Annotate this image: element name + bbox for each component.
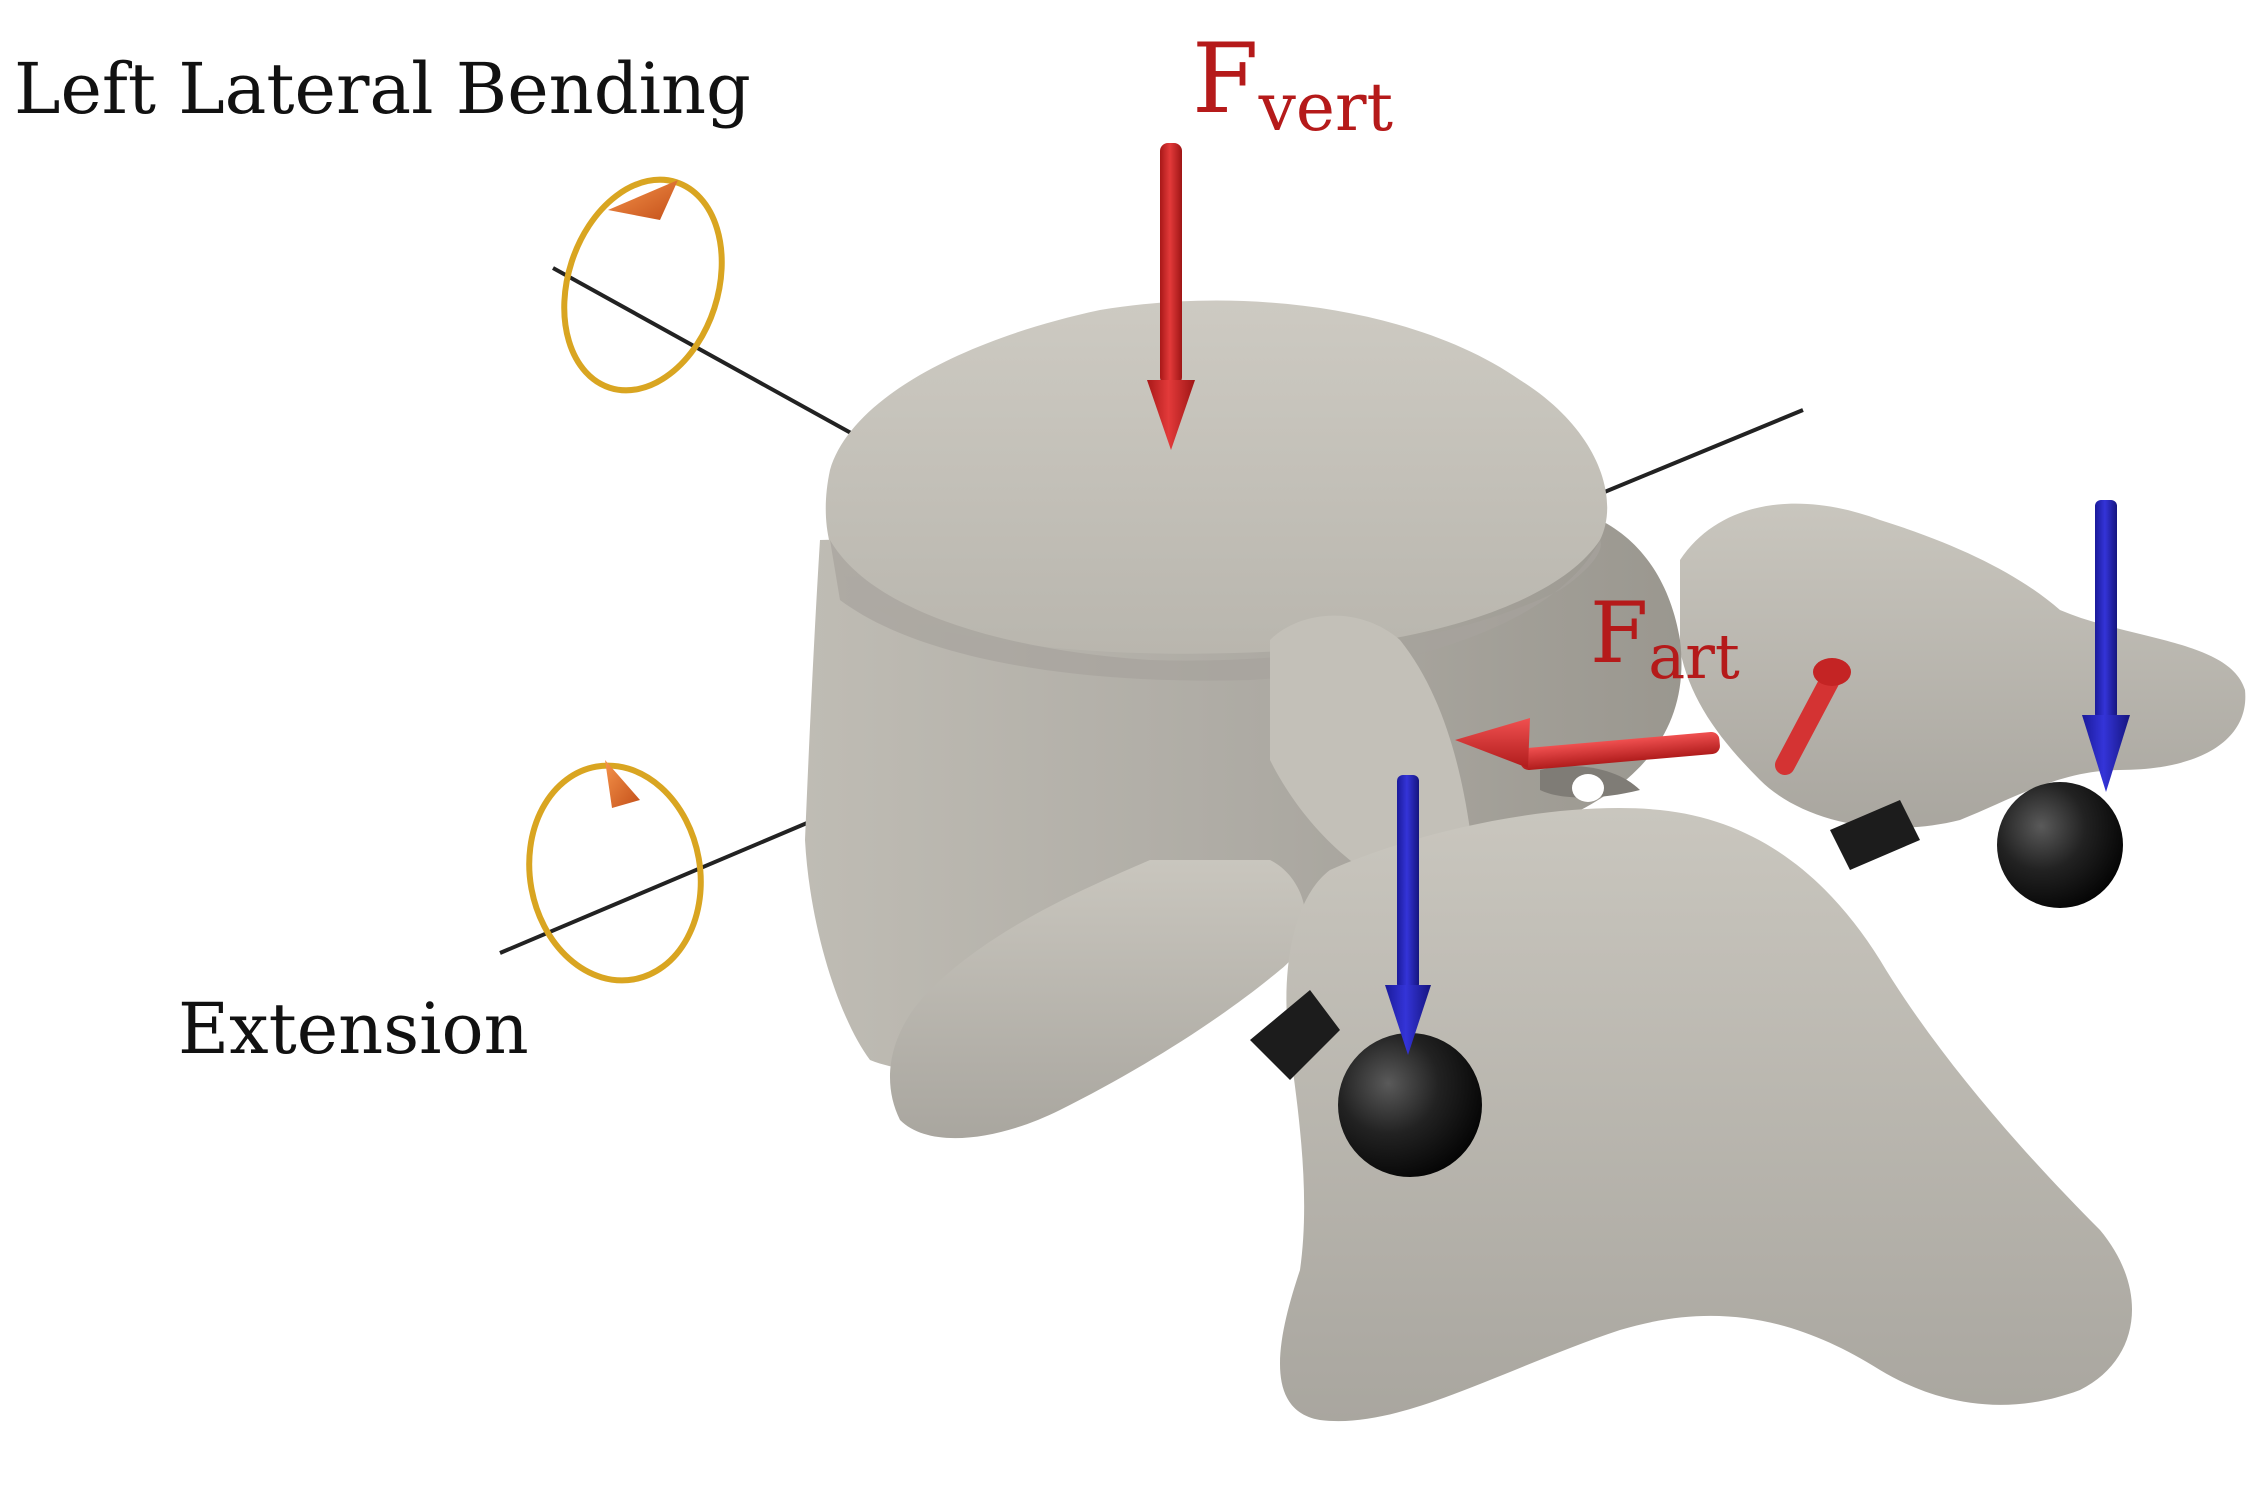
ball-joint-icon xyxy=(1997,782,2123,908)
screw-shaft xyxy=(1250,990,1340,1080)
arrow-head xyxy=(1147,380,1195,450)
f-art-main: F xyxy=(1590,584,1648,682)
arrow-head xyxy=(1385,985,1431,1055)
lateral-bending-rotation xyxy=(561,176,725,394)
lateral-bending-axis-far xyxy=(1589,408,1804,500)
arrow-shaft xyxy=(1520,731,1720,771)
f-vert-main: F xyxy=(1192,23,1259,135)
ball-joint-icon xyxy=(1338,1033,1482,1177)
lateral-bending-axis xyxy=(552,266,861,440)
f-art-sub: art xyxy=(1648,620,1740,693)
arrow-shaft xyxy=(2095,500,2117,720)
near-ball-joint xyxy=(1250,990,1482,1177)
extension-label: Extension xyxy=(178,988,529,1070)
marker-cap xyxy=(1813,658,1851,686)
arrow-head xyxy=(2082,715,2130,792)
far-ball-joint xyxy=(1830,782,2123,908)
f-art-label: Fart xyxy=(1590,584,1740,693)
vertebra xyxy=(805,300,2246,1422)
facet-force-marker xyxy=(1775,658,1851,775)
marker-shaft xyxy=(1775,670,1840,775)
far-transverse-process xyxy=(1680,503,2246,828)
rotation-cone-icon xyxy=(608,180,678,220)
f-vert-label: Fvert xyxy=(1192,23,1393,146)
endplate-rim xyxy=(830,540,1601,681)
extension-rotation xyxy=(526,760,704,984)
f-vert-sub: vert xyxy=(1258,69,1393,146)
vertebral-foramen xyxy=(1572,774,1604,802)
near-transverse-process xyxy=(890,860,1306,1139)
rotation-ring-icon xyxy=(526,762,704,984)
arrow-head xyxy=(1455,718,1530,768)
far-blue-arrow xyxy=(2082,500,2130,792)
lateral-bending-label: Left Lateral Bending xyxy=(14,48,751,130)
arrow-shaft xyxy=(1397,775,1419,990)
f-art-arrow xyxy=(1455,718,1720,771)
arrow-shaft xyxy=(1160,143,1182,385)
superior-articular-process xyxy=(1270,615,1471,893)
spinous-process xyxy=(1280,808,2133,1422)
vertebral-body-top xyxy=(825,300,1608,654)
rotation-cone-icon xyxy=(605,760,640,808)
f-vert-arrow xyxy=(1147,143,1195,450)
screw-shaft xyxy=(1830,800,1920,870)
near-blue-arrow xyxy=(1385,775,1431,1055)
